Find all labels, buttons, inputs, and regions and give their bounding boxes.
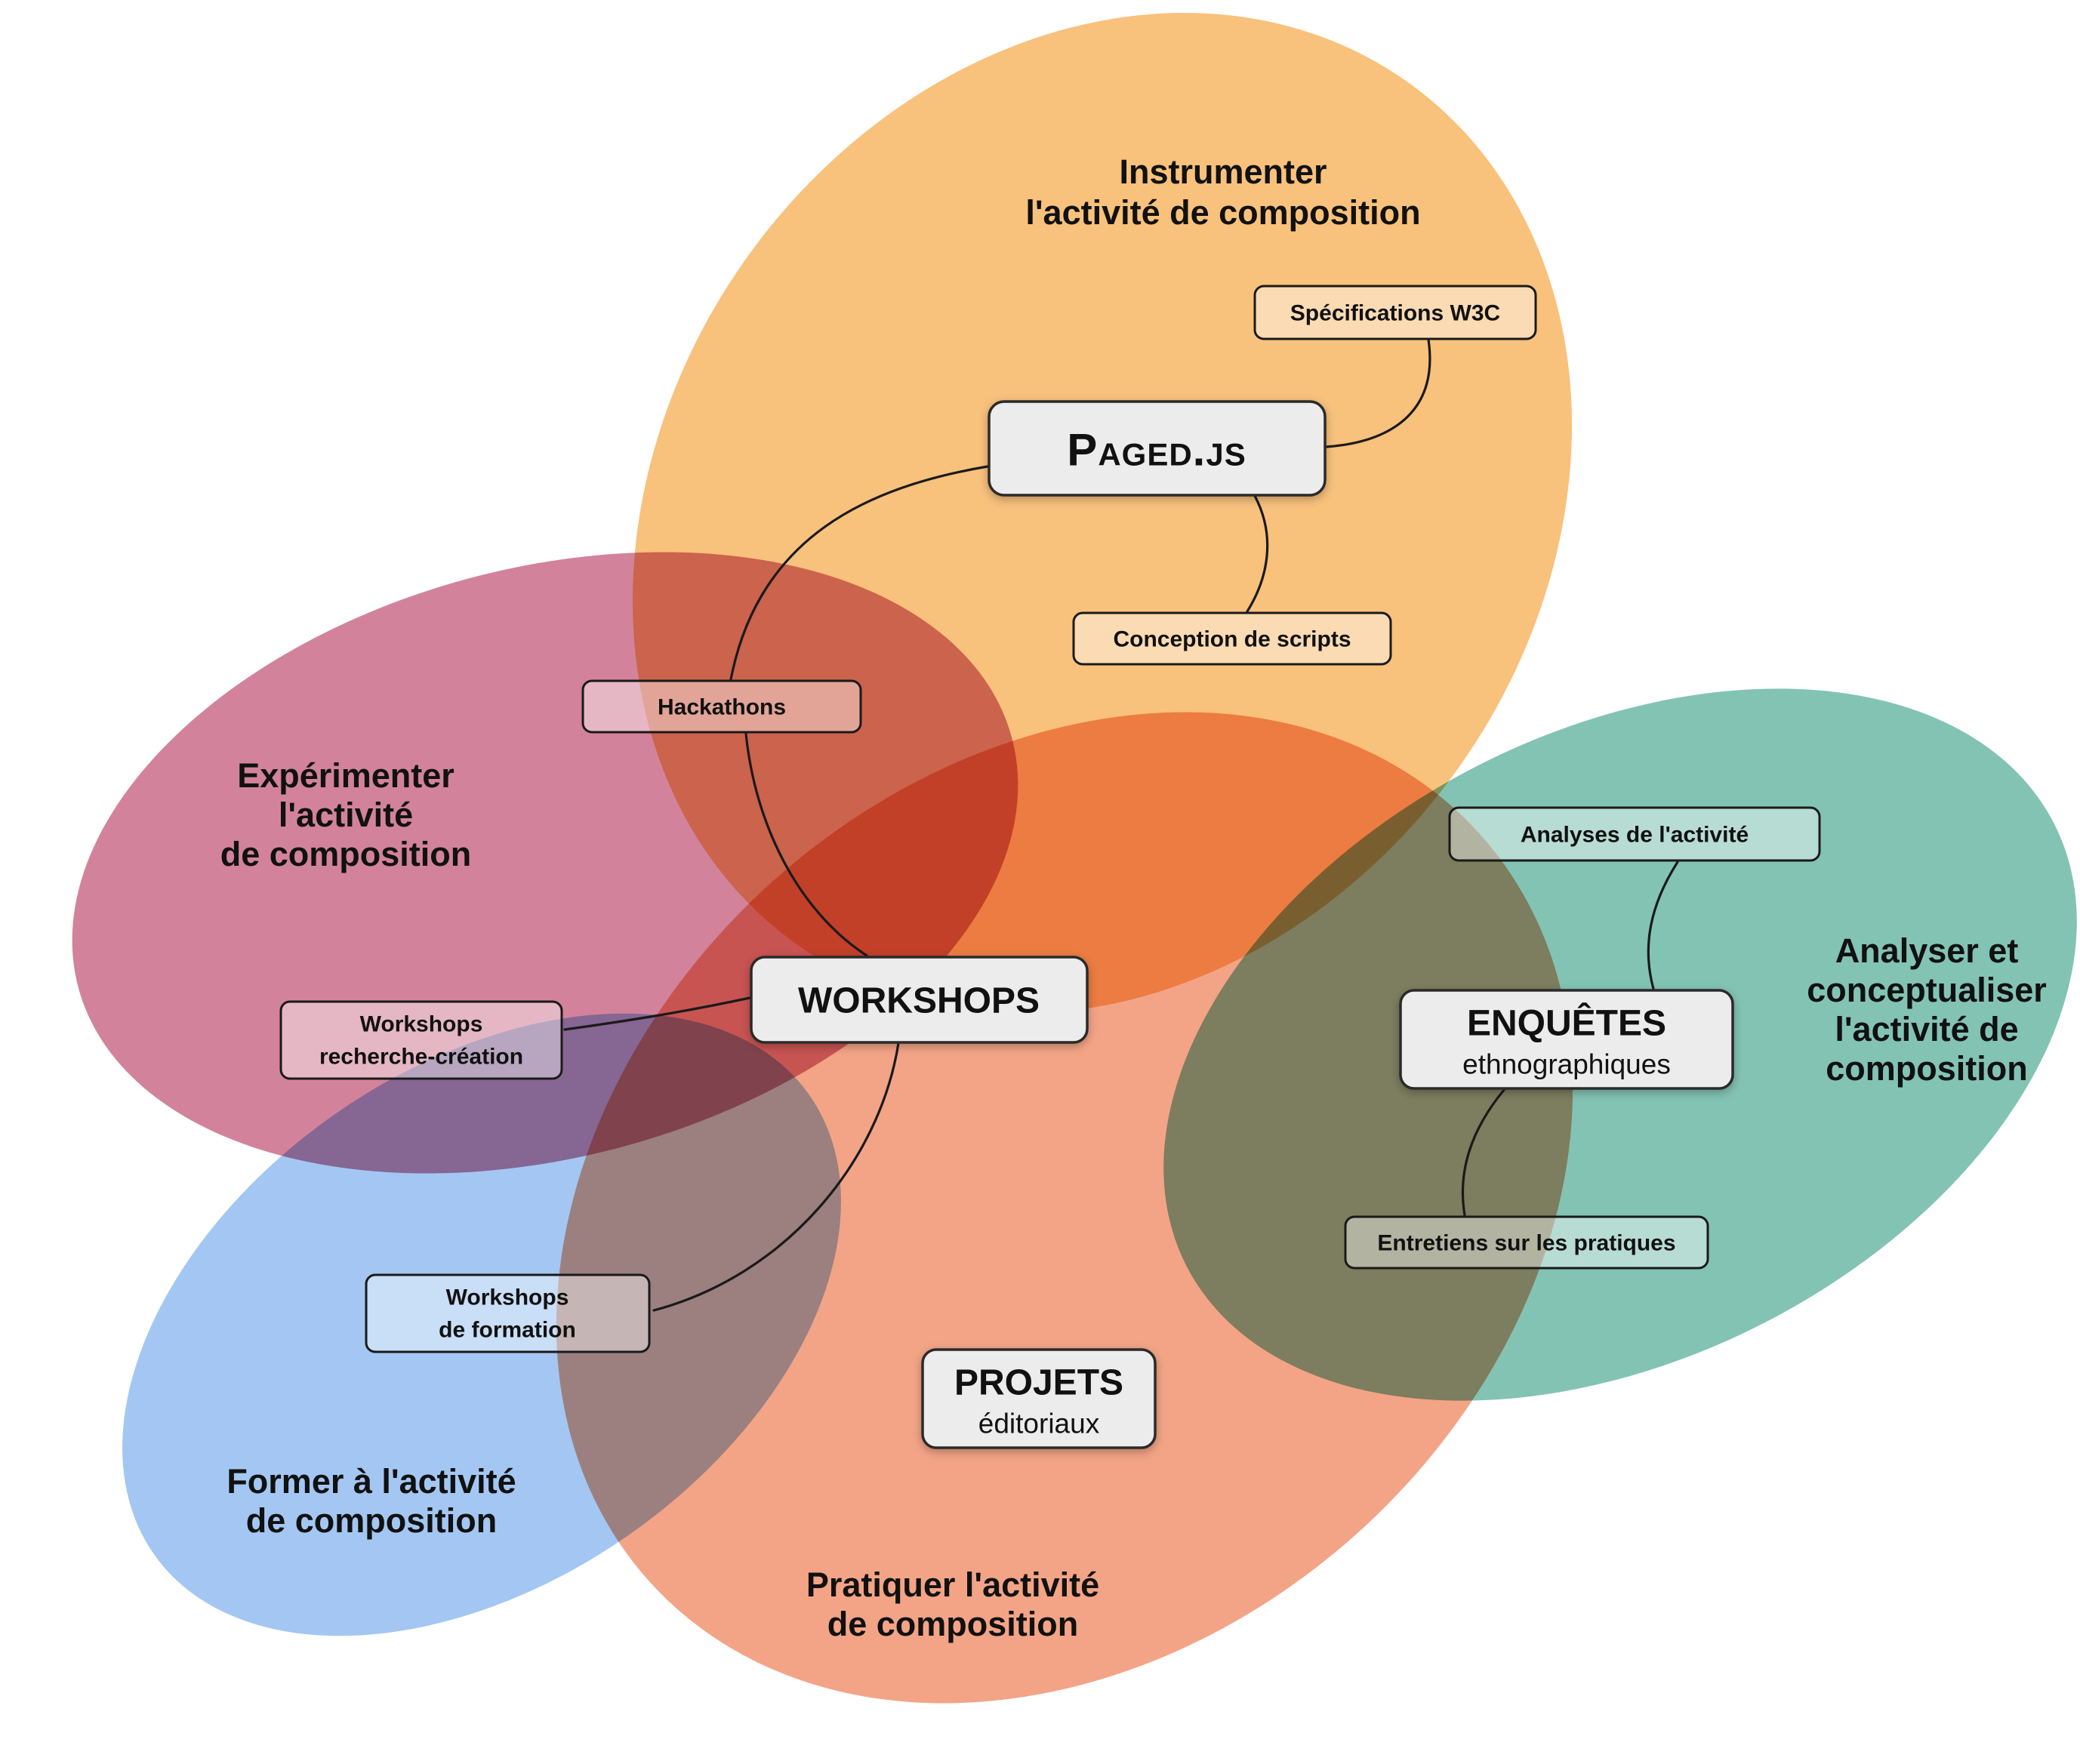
node-label-paged-js: Paged.js [1067, 425, 1246, 476]
leaf-box-analyses-activite [1448, 806, 1821, 862]
leaf-label-workshops-formation-line2: de formation [439, 1318, 576, 1343]
node-label-projets: PROJETS [954, 1363, 1123, 1403]
edge-enquetes--analyses-activite [1647, 860, 1679, 990]
node-box-workshops [750, 956, 1089, 1044]
edge-paged-js--hackathons [729, 465, 989, 681]
region-title-experimenter-line3: de composition [220, 835, 472, 873]
region-title-instrumenter-line1: Instrumenter [1119, 152, 1327, 191]
edge-hackathons--workshops [744, 732, 868, 957]
leaf-box-conception-scripts [1072, 611, 1392, 666]
region-title-analyser-line1: Analyser et [1835, 931, 2019, 970]
region-title-analyser-line3: l'activité de [1835, 1010, 2018, 1048]
edge-paged-js--conception-scripts [1246, 494, 1269, 613]
leaf-box-entretiens-pratiques [1344, 1215, 1709, 1270]
edge-workshops--workshops-recherche-creation [563, 996, 751, 1031]
leaf-label-conception-scripts: Conception de scripts [1113, 627, 1351, 652]
node-sublabel-projets: éditoriaux [978, 1408, 1100, 1439]
leaf-box-specifications-w3c [1253, 285, 1537, 340]
leaf-box-workshops-formation [365, 1273, 651, 1353]
leaf-label-entretiens-pratiques: Entretiens sur les pratiques [1377, 1231, 1675, 1256]
region-title-former-line1: Former à l'activité [226, 1462, 516, 1501]
leaf-label-analyses-activite: Analyses de l'activité [1521, 823, 1749, 848]
node-box-projets [921, 1348, 1157, 1449]
region-title-analyser-line4: composition [1826, 1049, 2028, 1088]
node-box-paged-js [988, 400, 1327, 497]
leaf-label-workshops-formation-line1: Workshops [446, 1285, 569, 1310]
node-sublabel-enquetes: ethnographiques [1462, 1049, 1671, 1080]
region-title-experimenter-line1: Expérimenter [237, 756, 455, 795]
main-nodes: Paged.js WORKSHOPS ENQUÊTES ethnographiq… [750, 400, 1734, 1449]
region-title-former-line2: de composition [246, 1501, 498, 1540]
leaf-box-hackathons [581, 679, 862, 734]
leaf-label-hackathons: Hackathons [658, 695, 786, 720]
node-label-enquetes: ENQUÊTES [1467, 1002, 1666, 1044]
leaf-label-specifications-w3c: Spécifications W3C [1290, 301, 1500, 326]
region-title-experimenter-line2: l'activité [279, 796, 413, 834]
region-title-analyser-line2: conceptualiser [1807, 971, 2047, 1009]
edge-workshops--workshops-formation [652, 1042, 900, 1312]
region-titles: Instrumenter l'activité de composition E… [220, 152, 2047, 1643]
edge-paged-js--specifications-w3c [1325, 338, 1431, 448]
edge-enquetes--entretiens-pratiques [1461, 1088, 1505, 1217]
region-title-pratiquer-line1: Pratiquer l'activité [806, 1565, 1099, 1604]
leaf-label-workshops-recherche-creation-line2: recherche-création [319, 1045, 523, 1070]
node-box-enquetes [1399, 989, 1734, 1090]
leaf-label-workshops-recherche-creation-line1: Workshops [360, 1012, 483, 1037]
leaf-box-workshops-recherche-creation [279, 1000, 563, 1080]
edges [563, 338, 1679, 1312]
leaf-boxes: Spécifications W3C Conception de scripts… [279, 285, 1821, 1353]
region-title-instrumenter-line2: l'activité de composition [1025, 193, 1420, 232]
region-title-pratiquer-line2: de composition [827, 1605, 1079, 1643]
node-label-workshops: WORKSHOPS [798, 981, 1040, 1021]
